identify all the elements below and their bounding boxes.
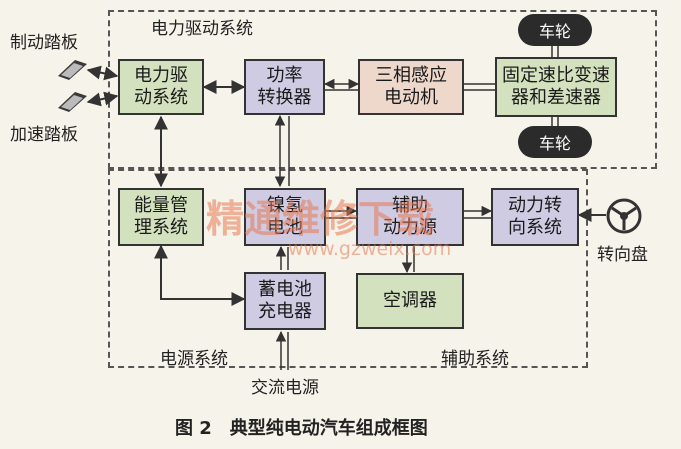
pedal-icon: [58, 60, 87, 80]
watermark-url: www.gzweix.com: [288, 238, 452, 260]
power-steering-block: 动力转 向系统: [491, 188, 579, 246]
air-conditioner-block: 空调器: [356, 273, 464, 329]
figure-caption: 图 2 典型纯电动汽车组成框图: [175, 418, 428, 439]
wheel-top: 车轮: [518, 14, 592, 46]
watermark-main: 精通维修下载: [206, 197, 435, 241]
pedal-icon: [58, 92, 87, 112]
power-source-region: [108, 169, 588, 368]
drive-system-block: 电力驱 动系统: [118, 59, 204, 115]
power-source-region-label: 电源系统: [160, 349, 228, 369]
transmission-block: 固定速比变速 器和差速器: [495, 57, 617, 117]
power-drive-region: [108, 10, 657, 169]
energy-management-block: 能量管 理系统: [118, 188, 204, 246]
induction-motor-block: 三相感应 电动机: [358, 59, 464, 115]
auxiliary-region-label: 辅助系统: [441, 349, 509, 369]
power-converter-block: 功率 转换器: [244, 59, 325, 115]
energy-charger-arrow: [154, 244, 246, 306]
nimh-battery-block: 镍氢 电池: [244, 188, 326, 246]
steering-wheel-label: 转向盘: [597, 245, 648, 265]
ac-power-label: 交流电源: [251, 378, 319, 398]
accel-signal-arrow: [86, 91, 119, 107]
power-drive-region-label: 电力驱动系统: [151, 19, 253, 39]
brake-pedal-label: 制动踏板: [10, 33, 78, 53]
wheel-bottom: 车轮: [518, 126, 592, 158]
brake-signal-arrow: [86, 65, 119, 81]
battery-charger-block: 蓄电池 充电器: [244, 272, 326, 330]
steering-wheel-icon: [606, 198, 642, 234]
accel-pedal-label: 加速踏板: [10, 125, 78, 145]
aux-power-block: 辅助 动力源: [356, 188, 464, 246]
